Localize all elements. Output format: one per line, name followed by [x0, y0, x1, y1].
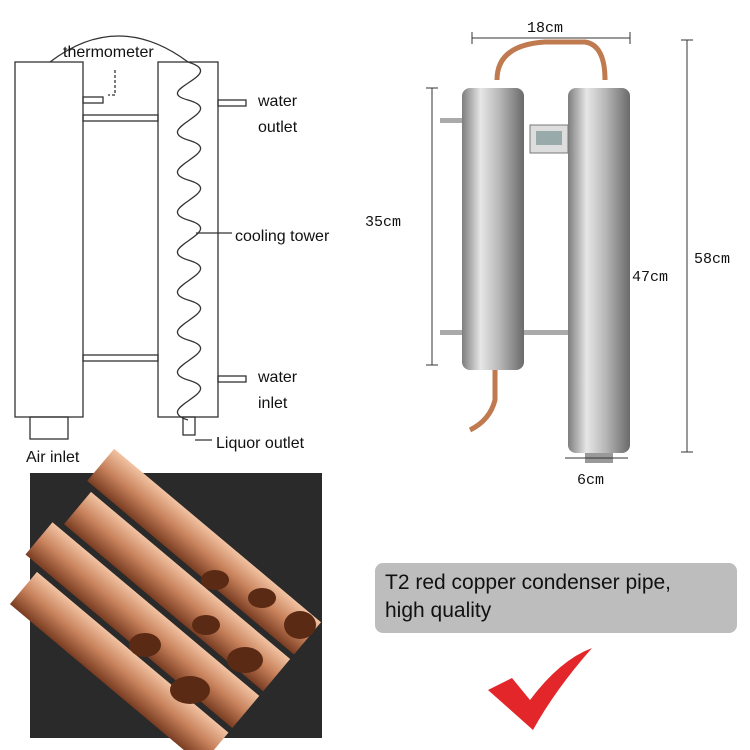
schematic-diagram: [14, 35, 247, 441]
label-liquor-outlet: Liquor outlet: [216, 435, 305, 452]
label-water-inlet-1: water: [257, 369, 298, 386]
label-water-outlet-2: outlet: [258, 119, 298, 136]
dimension-total-height: 58cm: [694, 251, 730, 268]
callout-line-1: T2 red copper condenser pipe,: [385, 571, 672, 594]
dimension-width: 18cm: [527, 20, 563, 37]
callout-line-2: high quality: [385, 599, 492, 622]
dimension-diameter: 6cm: [577, 472, 604, 489]
copper-pipes-photo: [9, 448, 322, 750]
dimension-right-height: 47cm: [632, 269, 668, 286]
label-water-inlet-2: inlet: [258, 395, 288, 412]
label-thermometer: thermometer: [63, 44, 154, 61]
label-air-inlet: Air inlet: [26, 449, 80, 466]
dimension-left-height: 35cm: [365, 214, 401, 231]
checkmark-icon: [488, 648, 592, 730]
feature-callout: T2 red copper condenser pipe, high quali…: [375, 563, 737, 633]
condenser-photo: [440, 39, 630, 463]
label-cooling-tower: cooling tower: [235, 228, 330, 245]
label-water-outlet-1: water: [257, 93, 298, 110]
dimension-lines: [426, 32, 693, 459]
